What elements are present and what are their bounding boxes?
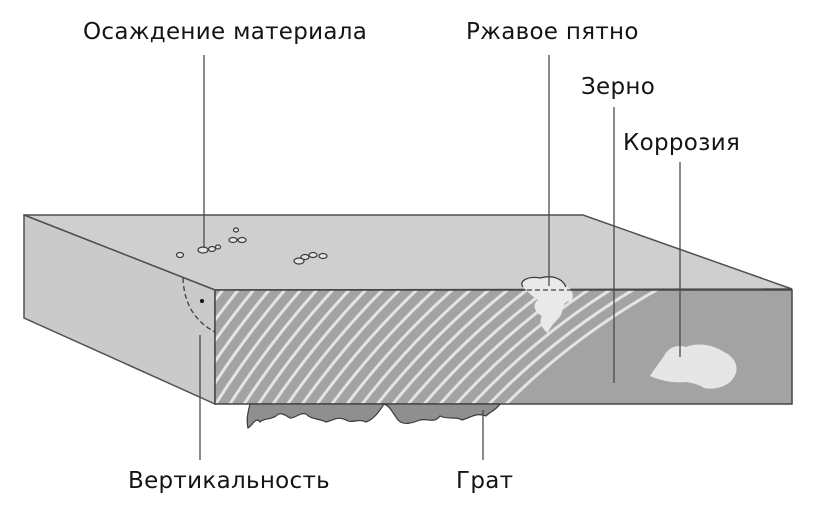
burr-shape bbox=[246, 403, 502, 429]
corrosion-shape bbox=[650, 344, 737, 389]
label-burr: Грат bbox=[456, 468, 514, 494]
verticality-arc bbox=[182, 277, 216, 333]
deposit-particles bbox=[175, 227, 328, 265]
rust-spot-shape bbox=[521, 276, 573, 333]
leader-lines bbox=[199, 55, 681, 460]
label-corrosion: Коррозия bbox=[623, 130, 741, 156]
label-rust-spot: Ржавое пятно bbox=[466, 19, 639, 45]
label-deposit: Осаждение материала bbox=[83, 19, 368, 45]
label-verticality: Вертикальность bbox=[128, 468, 331, 494]
label-grain: Зерно bbox=[581, 74, 656, 100]
